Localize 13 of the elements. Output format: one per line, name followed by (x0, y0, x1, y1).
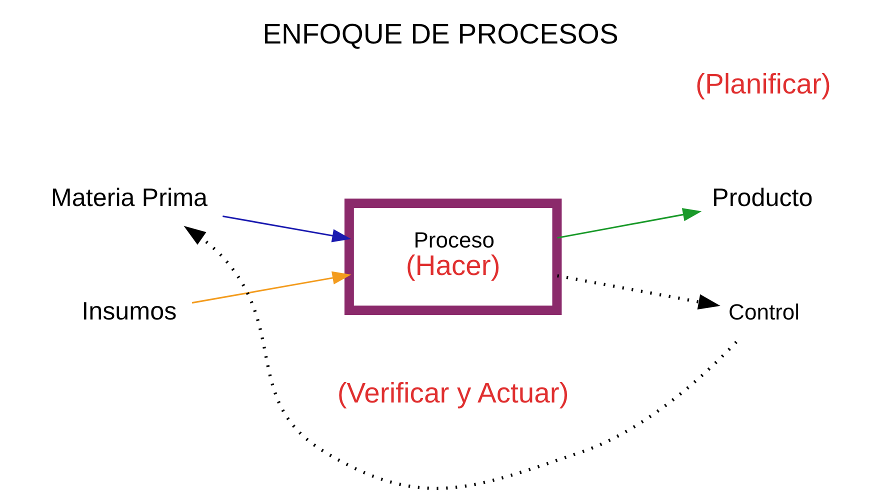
node-text: Materia Prima (50, 184, 208, 212)
label: (Planificar) (695, 68, 830, 101)
node-text: Control (728, 299, 800, 324)
arrow (556, 274, 720, 310)
label: (Verificar y Actuar) (336, 377, 568, 410)
arrow (556, 208, 702, 239)
node-text: Insumos (81, 297, 176, 326)
arrow (222, 215, 351, 242)
arrow (191, 271, 351, 304)
diagram-title: ENFOQUE DE PROCESOS (262, 18, 618, 50)
node-box: Proceso (Hacer) (344, 198, 562, 316)
arrow (183, 226, 737, 490)
node-text: Producto (712, 184, 812, 212)
